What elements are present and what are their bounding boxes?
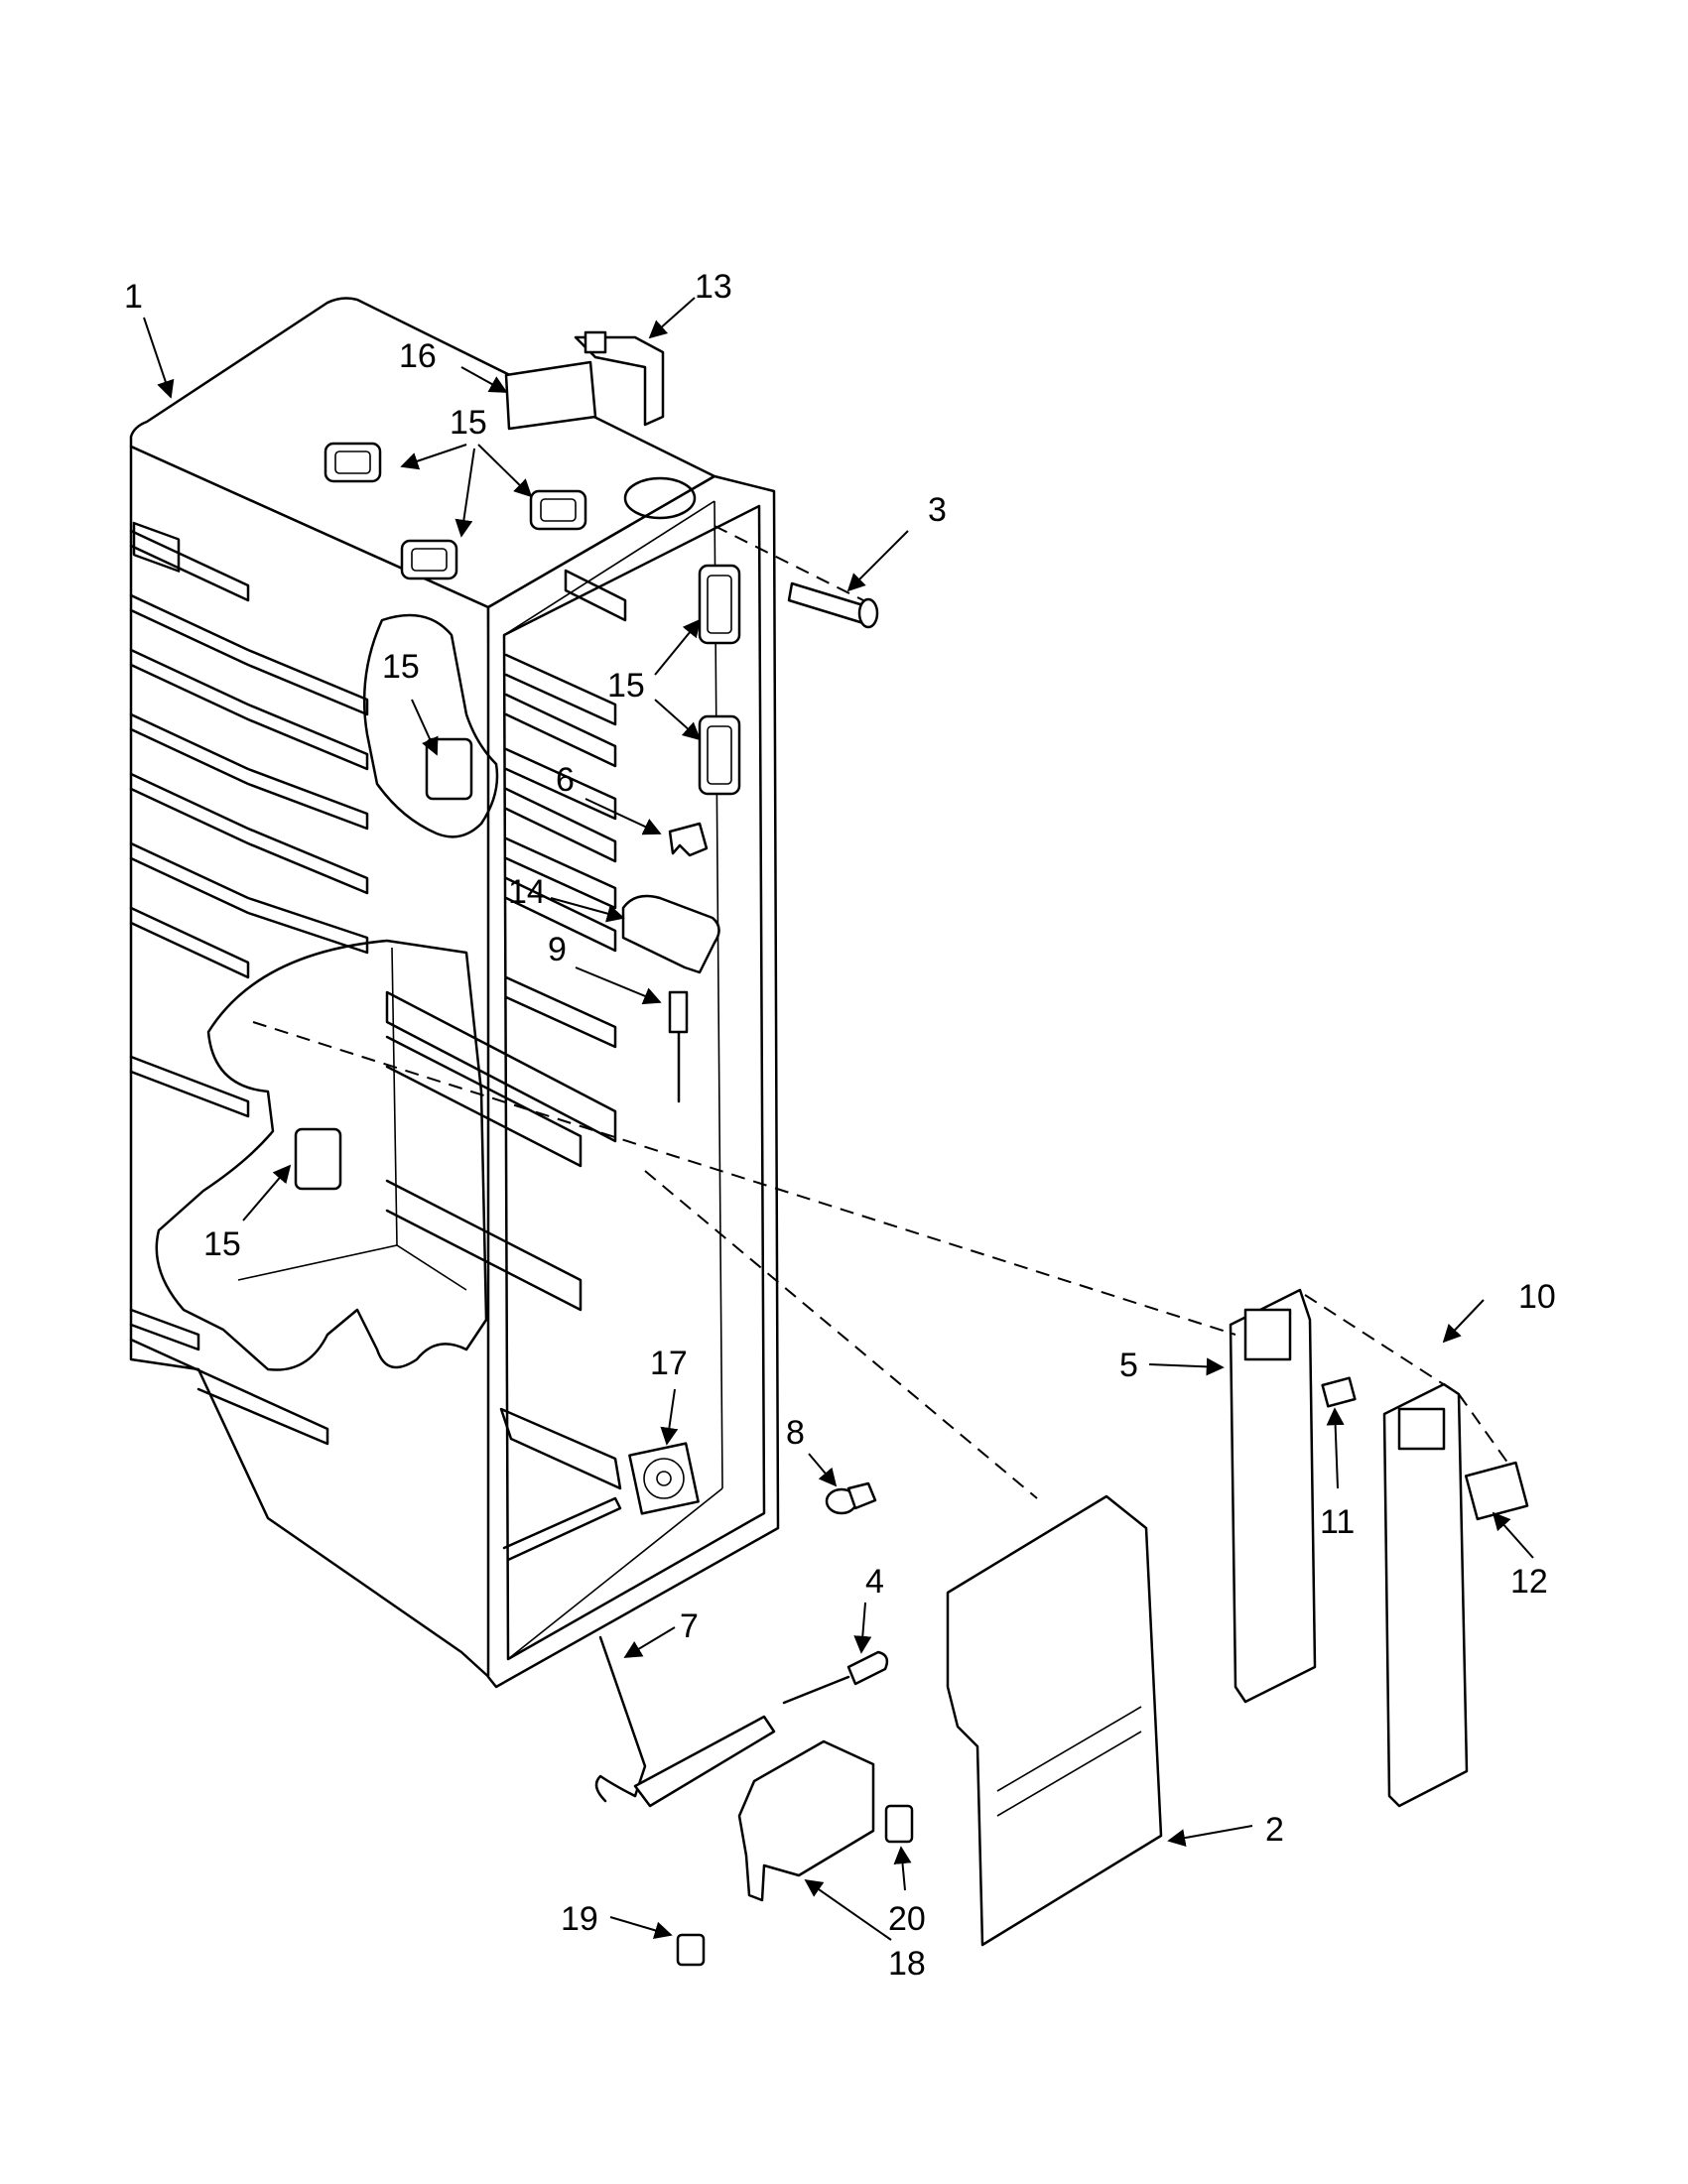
part-15-sensor-lower xyxy=(294,1127,342,1191)
callout-3: 3 xyxy=(928,491,947,529)
cutaway-upper xyxy=(362,613,499,838)
callout-13: 13 xyxy=(695,268,732,306)
callout-14: 14 xyxy=(508,873,546,911)
callout-12: 12 xyxy=(1510,1563,1548,1601)
callout-11: 11 xyxy=(1320,1503,1355,1541)
callout-2: 2 xyxy=(1265,1811,1284,1849)
part-2-cover xyxy=(946,1494,1163,1947)
part-3-tube xyxy=(787,581,879,629)
callout-15d: 15 xyxy=(203,1225,241,1263)
part-15-sensors-wall xyxy=(698,564,741,796)
callout-4: 4 xyxy=(865,1563,884,1601)
callout-18: 18 xyxy=(888,1945,926,1983)
part-4-probe xyxy=(782,1650,889,1705)
top-opening xyxy=(623,476,697,520)
part-14-housing xyxy=(621,894,720,974)
callout-10: 10 xyxy=(1518,1278,1556,1316)
shelf-rails-inside xyxy=(385,569,627,1312)
part-9-thermistor xyxy=(668,990,689,1103)
part-16-cover xyxy=(504,360,597,431)
part-11-vent xyxy=(1321,1376,1357,1408)
callout-15a: 15 xyxy=(450,404,487,442)
callout-7: 7 xyxy=(680,1607,699,1645)
shelf-rails-left xyxy=(129,529,369,1446)
callout-6: 6 xyxy=(556,761,575,799)
part-19-clip xyxy=(676,1933,706,1967)
assembly-lines xyxy=(252,525,1509,1499)
callout-17: 17 xyxy=(650,1345,688,1382)
part-13-bracket xyxy=(574,330,665,427)
callout-8: 8 xyxy=(786,1414,805,1452)
callout-15c: 15 xyxy=(382,648,420,686)
part-6-clip xyxy=(668,822,709,857)
part-17-fan xyxy=(628,1442,700,1515)
callout-15b: 15 xyxy=(607,667,645,705)
callout-19: 19 xyxy=(561,1900,598,1938)
callout-9: 9 xyxy=(548,931,567,968)
callout-5: 5 xyxy=(1119,1347,1138,1384)
callout-1: 1 xyxy=(124,278,143,316)
callout-labels: 1 13 16 15 3 15 15 6 14 9 15 17 8 10 5 1… xyxy=(124,268,1556,1983)
part-7-heater xyxy=(594,1635,776,1808)
part-5-panel xyxy=(1229,1288,1317,1704)
leader-arrows xyxy=(143,297,1534,1941)
part-10-panel xyxy=(1382,1382,1469,1808)
part-18-duct xyxy=(737,1739,875,1902)
part-12-filter xyxy=(1464,1461,1529,1521)
part-8-plug xyxy=(825,1481,877,1515)
part-20-clip xyxy=(884,1804,914,1844)
part-15-sensors-top xyxy=(324,442,587,580)
callout-16: 16 xyxy=(399,337,437,375)
cutaway-rear xyxy=(155,939,488,1371)
callout-20: 20 xyxy=(888,1900,926,1938)
